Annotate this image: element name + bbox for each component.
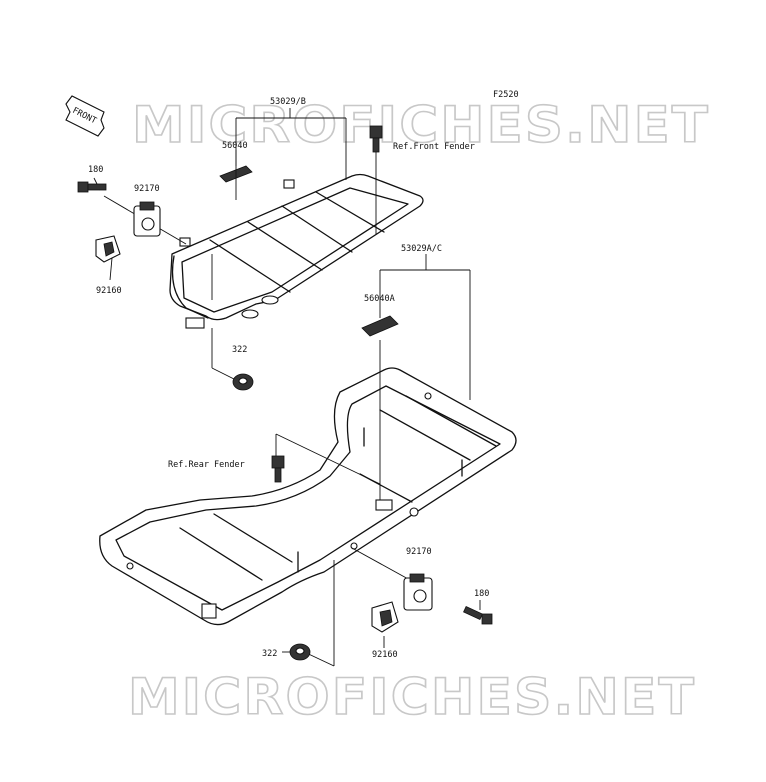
front-collar-icon (95, 235, 121, 263)
front-nut-icon (232, 373, 254, 391)
label-collar-rear: 92160 (372, 650, 398, 660)
front-bolt-icon (77, 181, 107, 193)
rear-collar-icon (371, 601, 399, 633)
label-bolt-front: 180 (88, 165, 103, 175)
figure-code: F2520 (493, 90, 519, 100)
front-clamp-icon (133, 201, 161, 237)
watermark-bottom: MICROFICHES.NET (128, 668, 696, 726)
rear-nut-icon (289, 643, 311, 661)
front-fender-bolt-icon (369, 125, 383, 153)
label-nut-front: 322 (232, 345, 247, 355)
watermark-top: MICROFICHES.NET (132, 96, 710, 154)
label-collar-front: 92160 (96, 286, 122, 296)
label-ref-rear-fender: Ref.Rear Fender (168, 460, 245, 470)
rear-clamp-icon (403, 573, 433, 611)
label-carrier-rear: 53029A/C (401, 244, 442, 254)
rear-leaders (275, 254, 481, 667)
label-carrier-front: 53029/B (270, 97, 306, 107)
label-nut-rear: 322 (262, 649, 277, 659)
label-ref-front-fender: Ref.Front Fender (393, 142, 475, 152)
label-56040: 56040 (222, 141, 248, 151)
label-clamp-rear: 92170 (406, 547, 432, 557)
front-carrier-frame (169, 173, 424, 329)
rear-bolt-icon (463, 605, 493, 625)
label-56040a: 56040A (364, 294, 395, 304)
rear-warning-label (361, 315, 399, 337)
rear-carrier-frame (99, 367, 517, 626)
label-bolt-rear: 180 (474, 589, 489, 599)
rear-fender-bolt-icon (271, 455, 285, 483)
label-clamp-front: 92170 (134, 184, 160, 194)
front-arrow-icon: FRONT (65, 95, 105, 137)
